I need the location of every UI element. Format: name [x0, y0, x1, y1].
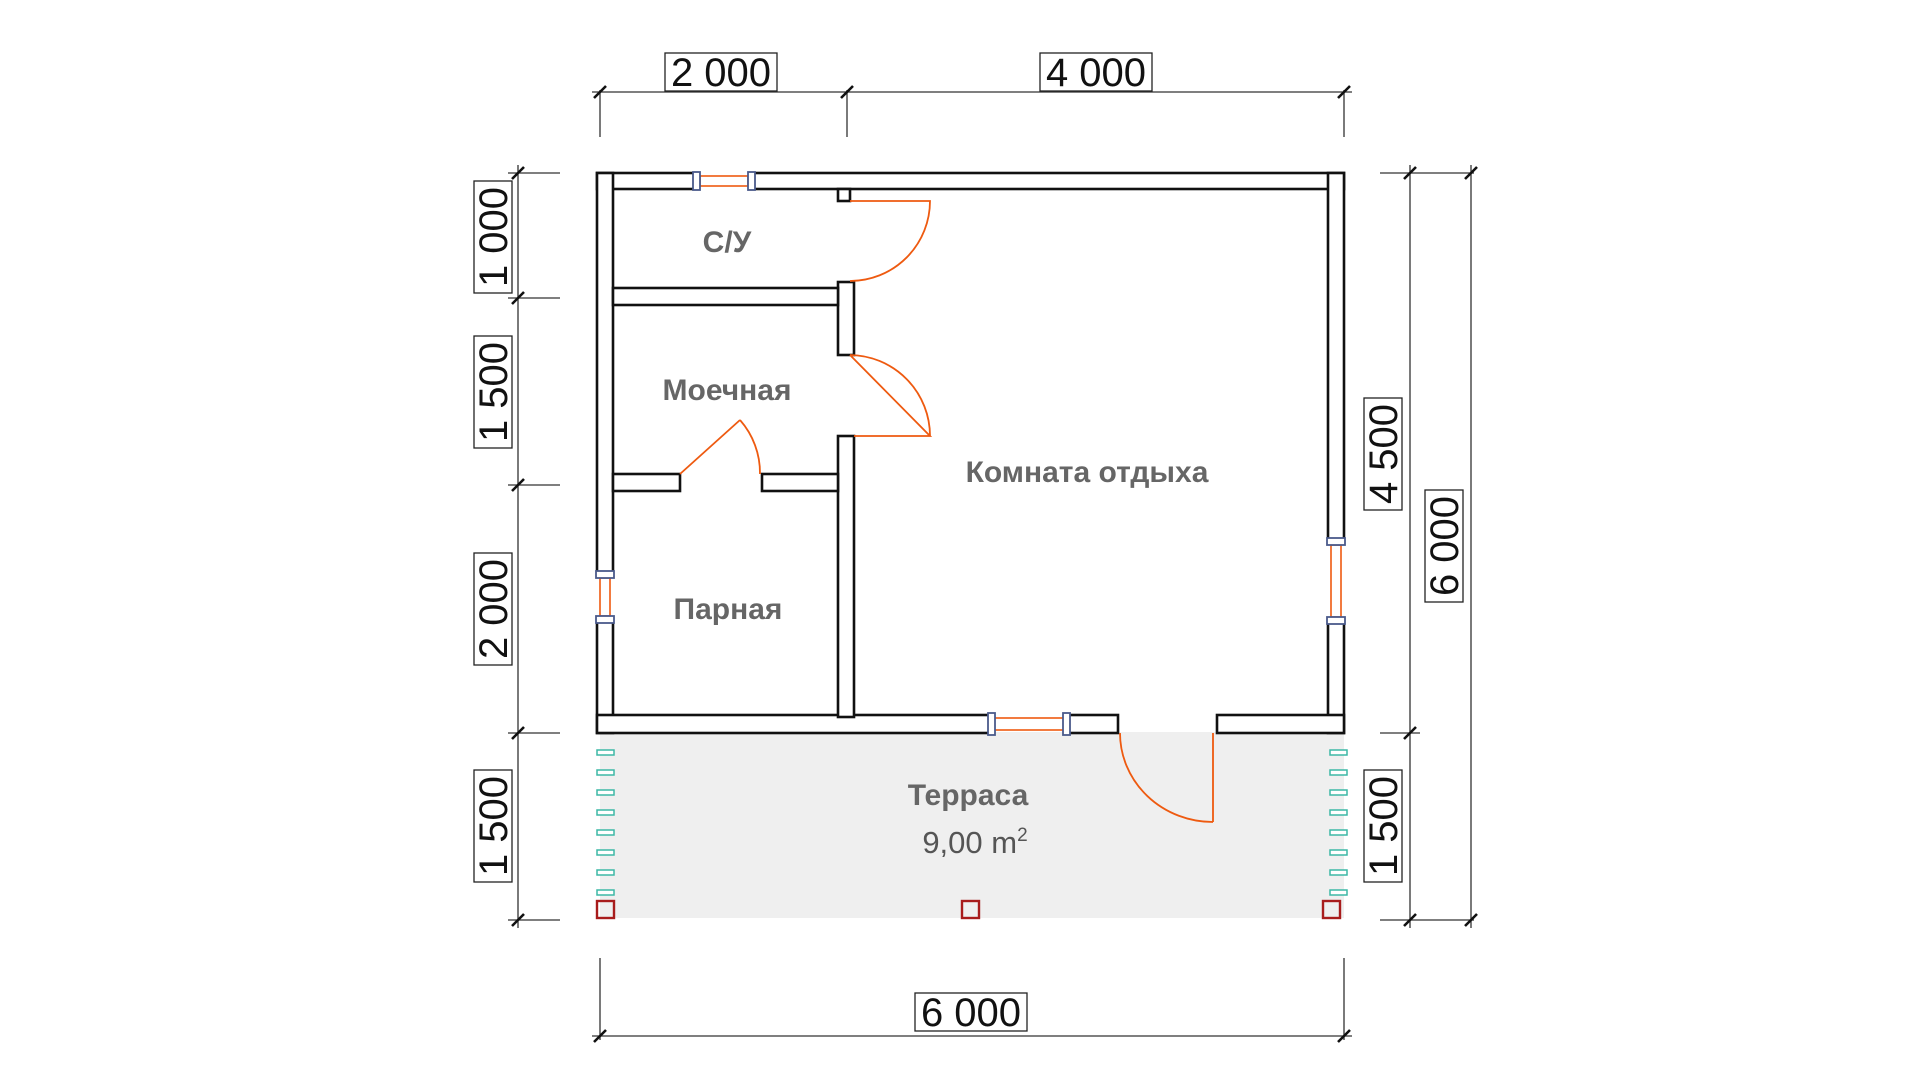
room-label-moechnaya: Моечная — [663, 374, 792, 407]
dim-right-terrace: 1 500 — [1362, 776, 1406, 876]
room-label-komnata: Комната отдыха — [966, 456, 1209, 489]
dim-left-moechnaya: 1 500 — [472, 342, 516, 442]
dim-left-parnaya: 2 000 — [472, 559, 516, 659]
room-labels: С/У Моечная Комната отдыха Парная Террас… — [663, 226, 1209, 860]
room-label-parnaya: Парная — [674, 593, 783, 626]
room-label-su: С/У — [703, 226, 752, 259]
windows — [595, 171, 1346, 736]
dim-left-terrace: 1 500 — [472, 776, 516, 876]
terrace-railing — [596, 749, 1348, 896]
window-komnata — [1330, 544, 1342, 618]
dim-top-right: 4 000 — [1046, 51, 1146, 95]
room-label-terrace: Терраса — [908, 779, 1029, 812]
window-terrace — [992, 717, 1066, 731]
dimension-labels: 2 000 4 000 6 000 1 000 1 500 2 000 1 50… — [472, 51, 1467, 1035]
terrace-posts — [595, 899, 1342, 920]
window-parnaya — [599, 577, 611, 617]
dimension-lines — [517, 91, 1472, 1037]
door-terrace — [1119, 732, 1214, 823]
dim-right-total: 6 000 — [1423, 496, 1467, 596]
terrace-floor — [600, 732, 1344, 918]
door-parnaya — [679, 419, 761, 475]
dim-top-left: 2 000 — [671, 51, 771, 95]
door-su — [849, 200, 931, 282]
dim-bottom-total: 6 000 — [921, 991, 1021, 1035]
dim-right-house: 4 500 — [1362, 404, 1406, 504]
door-moechnaya — [849, 354, 933, 437]
doors — [679, 200, 1214, 823]
dimension-ticks — [511, 85, 1478, 1043]
walls — [595, 171, 1346, 735]
window-su — [699, 175, 749, 187]
dim-left-su: 1 000 — [472, 187, 516, 287]
terrace-area: 9,00 m2 — [922, 825, 1027, 860]
